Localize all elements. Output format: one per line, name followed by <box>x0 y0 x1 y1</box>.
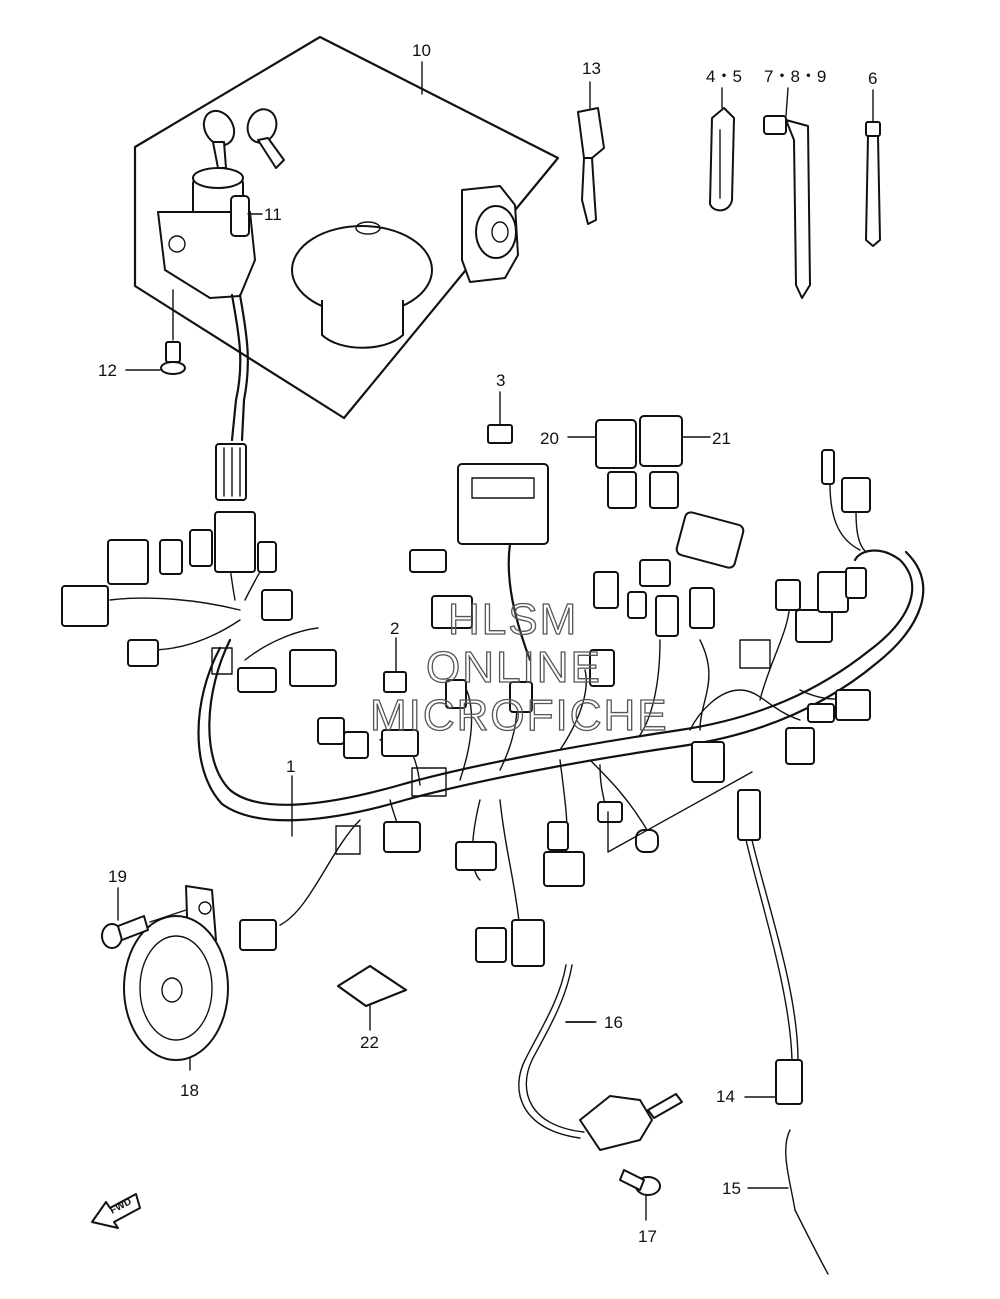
callout-7-8-9: 7・8・9 <box>764 67 826 86</box>
callout-13: 13 <box>582 59 601 78</box>
callout-11: 11 <box>264 205 282 224</box>
assembly-bracket <box>607 771 753 853</box>
tie-wrap-6 <box>865 89 881 247</box>
clamp-4-5 <box>709 87 735 212</box>
watermark-line-2: ONLINE <box>426 643 602 692</box>
callout-18: 18 <box>180 1081 199 1100</box>
fuel-cap-lock <box>291 221 433 349</box>
forward-direction-arrow: FWD <box>91 1193 141 1229</box>
callout-16: 16 <box>604 1013 623 1032</box>
key-blank-13 <box>577 81 605 225</box>
callout-2: 2 <box>390 619 399 638</box>
callout-12: 12 <box>98 361 117 380</box>
side-stand-switch-16 <box>518 964 683 1151</box>
fuse-box <box>457 463 549 662</box>
callout-17: 17 <box>638 1227 657 1246</box>
callout-labels: 10 11 12 13 4・5 7・8・9 6 3 20 21 2 1 19 2… <box>98 41 877 1246</box>
watermark: HLSM ONLINE MICROFICHE <box>369 594 669 740</box>
callout-4-5: 4・5 <box>706 67 742 86</box>
fuse-2 <box>383 637 407 693</box>
callout-22: 22 <box>360 1033 379 1052</box>
screw-17 <box>619 1169 661 1221</box>
oil-pressure-switch-14 <box>737 789 803 1105</box>
ignition-keys <box>202 108 285 169</box>
watermark-line-3: MICROFICHE <box>370 691 669 740</box>
callout-21: 21 <box>712 429 731 448</box>
screw-12 <box>160 289 186 375</box>
clamp-band-7-8-9 <box>763 87 811 299</box>
callout-leaders <box>125 61 597 1071</box>
relay-21 <box>639 415 711 467</box>
fuse-3 <box>487 391 513 444</box>
callout-20: 20 <box>540 429 559 448</box>
main-wiring-harness <box>61 449 925 967</box>
horn-18 <box>123 885 229 1061</box>
callout-3: 3 <box>496 371 505 390</box>
callout-15: 15 <box>722 1179 741 1198</box>
relay-20 <box>567 419 637 469</box>
ignition-switch <box>157 167 256 501</box>
callout-19: 19 <box>108 867 127 886</box>
watermark-line-1: HLSM <box>448 595 578 644</box>
callout-14: 14 <box>716 1087 735 1106</box>
label-sticker-22 <box>336 964 408 1031</box>
seat-lock <box>461 185 519 283</box>
callout-1: 1 <box>286 757 295 776</box>
ignition-lock-set-group <box>133 35 560 501</box>
callout-6: 6 <box>868 69 877 88</box>
bolt-19 <box>101 887 187 949</box>
callout-10: 10 <box>412 41 431 60</box>
lead-wire-15 <box>747 1129 829 1275</box>
